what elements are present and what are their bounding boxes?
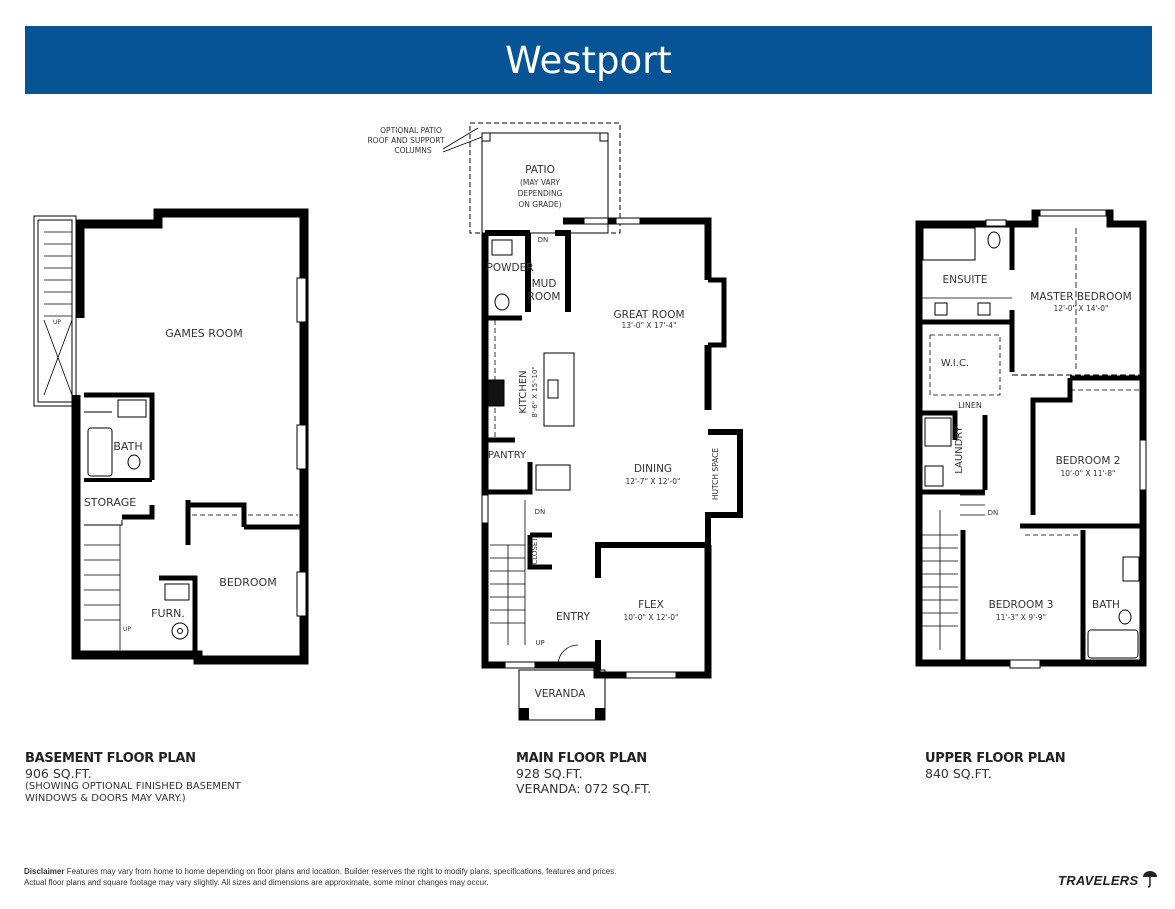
great-room-dimensions: 13'-0" X 17'-4" bbox=[622, 321, 677, 330]
room-bedroom-2: BEDROOM 2 bbox=[1056, 455, 1121, 467]
page-title: Westport bbox=[505, 38, 672, 82]
room-furnace: FURN. bbox=[151, 607, 185, 620]
room-kitchen: KITCHEN bbox=[518, 370, 529, 413]
svg-text:ROOM: ROOM bbox=[528, 291, 561, 303]
veranda-area: VERANDA: 072 SQ.FT. bbox=[516, 781, 652, 796]
svg-text:ON GRADE): ON GRADE) bbox=[518, 200, 561, 209]
room-bath: BATH bbox=[113, 440, 142, 453]
stair-up-label: UP bbox=[535, 639, 544, 647]
svg-text:(MAY VARY: (MAY VARY bbox=[520, 178, 560, 187]
hutch-space-label: HUTCH SPACE bbox=[711, 448, 720, 501]
room-games-room: GAMES ROOM bbox=[165, 327, 242, 340]
room-bath: BATH bbox=[1092, 599, 1120, 611]
basement-plan-title: BASEMENT FLOOR PLAN bbox=[25, 751, 196, 766]
room-linen: LINEN bbox=[958, 401, 982, 410]
upper-area: 840 SQ.FT. bbox=[925, 766, 992, 781]
room-mud-room: MUD bbox=[532, 278, 557, 290]
room-bedroom-3: BEDROOM 3 bbox=[989, 599, 1054, 611]
room-powder: POWDER bbox=[487, 262, 534, 274]
room-storage: STORAGE bbox=[84, 496, 136, 509]
room-bedroom: BEDROOM bbox=[219, 576, 276, 589]
svg-text:OPTIONAL PATIO: OPTIONAL PATIO bbox=[380, 126, 442, 135]
disclaimer-text: Features may vary from home to home depe… bbox=[24, 867, 617, 887]
main-caption: MAIN FLOOR PLAN 928 SQ.FT. VERANDA: 072 … bbox=[516, 751, 651, 796]
main-floor-plan bbox=[442, 122, 743, 721]
bedroom-2-dimensions: 10'-0" X 11'-8" bbox=[1061, 469, 1116, 478]
disclaimer: Disclaimer Features may vary from home t… bbox=[24, 866, 624, 888]
dining-dimensions: 12'-7" X 12'-0" bbox=[626, 477, 681, 486]
room-dining: DINING bbox=[634, 463, 672, 475]
stair-dn-label: DN bbox=[535, 508, 546, 516]
room-patio: PATIO bbox=[525, 164, 555, 176]
room-pantry: PANTRY bbox=[488, 450, 527, 461]
stair-up-label: UP bbox=[123, 626, 131, 633]
main-area: 928 SQ.FT. bbox=[516, 766, 583, 781]
bedroom-3-dimensions: 11'-3" X 9'-9" bbox=[996, 613, 1046, 622]
disclaimer-label: Disclaimer bbox=[24, 867, 65, 876]
flex-dimensions: 10'-0" X 12'-0" bbox=[624, 613, 679, 622]
room-great-room: GREAT ROOM bbox=[613, 309, 684, 321]
upper-floor-plan bbox=[915, 209, 1147, 669]
umbrella-icon bbox=[1143, 871, 1158, 888]
upper-plan-title: UPPER FLOOR PLAN bbox=[925, 751, 1066, 766]
stair-up-label: UP bbox=[53, 319, 61, 326]
basement-caption: BASEMENT FLOOR PLAN 906 SQ.FT. (SHOWING … bbox=[25, 751, 241, 805]
stair-dn-label: DN bbox=[988, 509, 999, 517]
room-flex: FLEX bbox=[638, 599, 664, 611]
kitchen-dimensions: 8'-6" X 15'-10" bbox=[531, 366, 539, 417]
room-ensuite: ENSUITE bbox=[943, 274, 988, 286]
basement-note: WINDOWS & DOORS MAY VARY.) bbox=[25, 793, 186, 804]
svg-text:COLUMNS: COLUMNS bbox=[394, 146, 432, 155]
basement-note: (SHOWING OPTIONAL FINISHED BASEMENT bbox=[25, 781, 241, 792]
stair-dn-label: DN bbox=[538, 236, 549, 244]
svg-text:DEPENDING: DEPENDING bbox=[518, 189, 563, 198]
master-bedroom-dimensions: 12'-0" X 14'-0" bbox=[1054, 304, 1109, 313]
room-closet: CLOSET bbox=[531, 537, 539, 565]
patio-callout: OPTIONAL PATIO ROOF AND SUPPORT COLUMNS bbox=[367, 126, 444, 155]
room-laundry: LAUNDRY bbox=[954, 425, 965, 473]
brand-logo: TRAVELERS bbox=[1058, 870, 1158, 888]
brand-name: TRAVELERS bbox=[1058, 873, 1139, 888]
room-master-bedroom: MASTER BEDROOM bbox=[1030, 291, 1131, 303]
title-banner: Westport bbox=[25, 26, 1152, 94]
svg-text:ROOF AND SUPPORT: ROOF AND SUPPORT bbox=[367, 136, 444, 145]
room-entry: ENTRY bbox=[556, 611, 591, 623]
main-plan-title: MAIN FLOOR PLAN bbox=[516, 751, 647, 766]
room-wic: W.I.C. bbox=[941, 358, 969, 369]
room-veranda: VERANDA bbox=[535, 688, 587, 700]
basement-area: 906 SQ.FT. bbox=[25, 766, 92, 781]
basement-floor-plan bbox=[33, 208, 309, 665]
upper-caption: UPPER FLOOR PLAN 840 SQ.FT. bbox=[925, 751, 1066, 781]
